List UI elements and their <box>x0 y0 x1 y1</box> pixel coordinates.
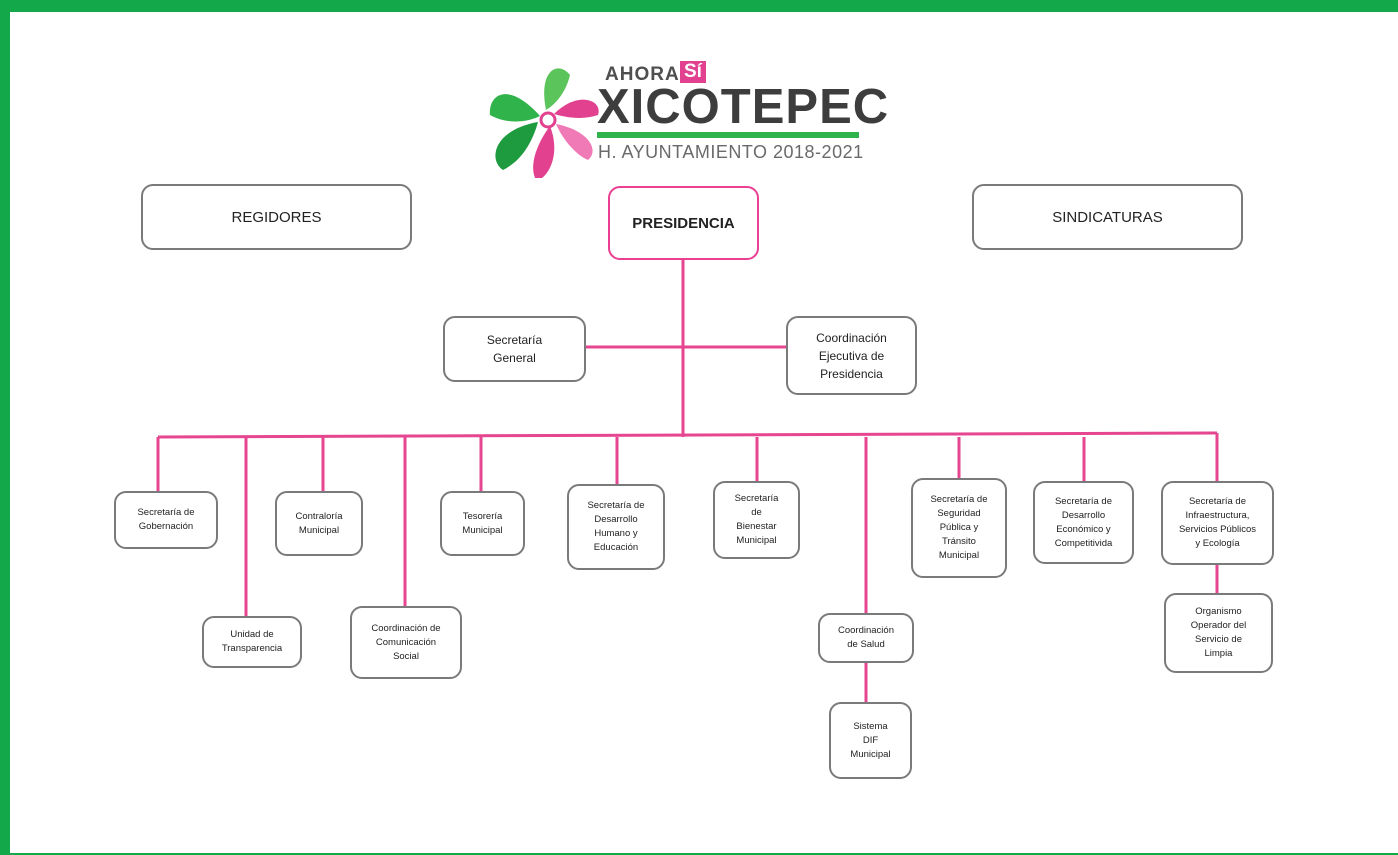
node-label: Secretaría de Desarrollo Económico y Com… <box>1054 495 1113 549</box>
node-label: Coordinación Ejecutiva de Presidencia <box>816 330 887 381</box>
node-label: Tesorería Municipal <box>462 510 503 536</box>
logo-subtitle: H. AYUNTAMIENTO 2018-2021 <box>598 142 864 162</box>
node-salud: Coordinación de Salud <box>818 613 914 663</box>
logo-si-badge: Sí <box>680 61 706 83</box>
node-label: SINDICATURAS <box>1052 208 1163 226</box>
node-label: Contraloría Municipal <box>295 510 343 536</box>
node-label: Coordinación de Comunicación Social <box>371 622 441 662</box>
node-label: Secretaría de Desarrollo Humano y Educac… <box>587 500 645 553</box>
node-label: Sistema DIF Municipal <box>850 720 891 760</box>
logo-ahora-text: AHORA <box>605 64 680 85</box>
node-gobernacion: Secretaría de Gobernación <box>114 491 218 549</box>
frame-bottom-rule <box>10 12 1398 855</box>
node-label: Unidad de Transparencia <box>221 629 283 654</box>
node-label: Secretaría General <box>486 333 543 365</box>
node-presidencia: PRESIDENCIA <box>608 186 759 260</box>
node-comunicacion: Coordinación de Comunicación Social <box>350 606 462 679</box>
node-limpia: Organismo Operador del Servicio de Limpi… <box>1164 593 1273 673</box>
node-contraloria: Contraloría Municipal <box>275 491 363 556</box>
node-dif: Sistema DIF Municipal <box>829 702 912 779</box>
node-secretaria-general: Secretaría General <box>443 316 586 382</box>
node-bienestar: Secretaría de Bienestar Municipal <box>713 481 800 559</box>
node-infraestructura: Secretaría de Infraestructura, Servicios… <box>1161 481 1274 565</box>
node-label: Secretaría de Bienestar Municipal <box>734 493 779 546</box>
node-label: Organismo Operador del Servicio de Limpi… <box>1190 606 1247 659</box>
connector-level3-bus <box>157 431 1218 439</box>
node-label: PRESIDENCIA <box>632 214 735 232</box>
node-label: Secretaría de Gobernación <box>137 507 195 532</box>
node-sindicaturas: SINDICATURAS <box>972 184 1243 250</box>
node-seguridad: Secretaría de Seguridad Pública y Tránsi… <box>911 478 1007 578</box>
logo-green-bar <box>597 132 859 138</box>
logo-city-text: XICOTEPEC <box>597 80 890 134</box>
flower-icon <box>489 68 599 178</box>
node-desarrollo-humano: Secretaría de Desarrollo Humano y Educac… <box>567 484 665 570</box>
node-label: Secretaría de Infraestructura, Servicios… <box>1178 496 1257 549</box>
node-regidores: REGIDORES <box>141 184 412 250</box>
node-label: Secretaría de Seguridad Pública y Tránsi… <box>930 494 988 561</box>
node-label: Coordinación de Salud <box>838 625 894 650</box>
node-desarrollo-economico: Secretaría de Desarrollo Económico y Com… <box>1033 481 1134 564</box>
node-label: REGIDORES <box>231 208 322 226</box>
node-transparencia: Unidad de Transparencia <box>202 616 302 668</box>
node-tesoreria: Tesorería Municipal <box>440 491 525 556</box>
node-coordinacion-ejecutiva: Coordinación Ejecutiva de Presidencia <box>786 316 917 395</box>
